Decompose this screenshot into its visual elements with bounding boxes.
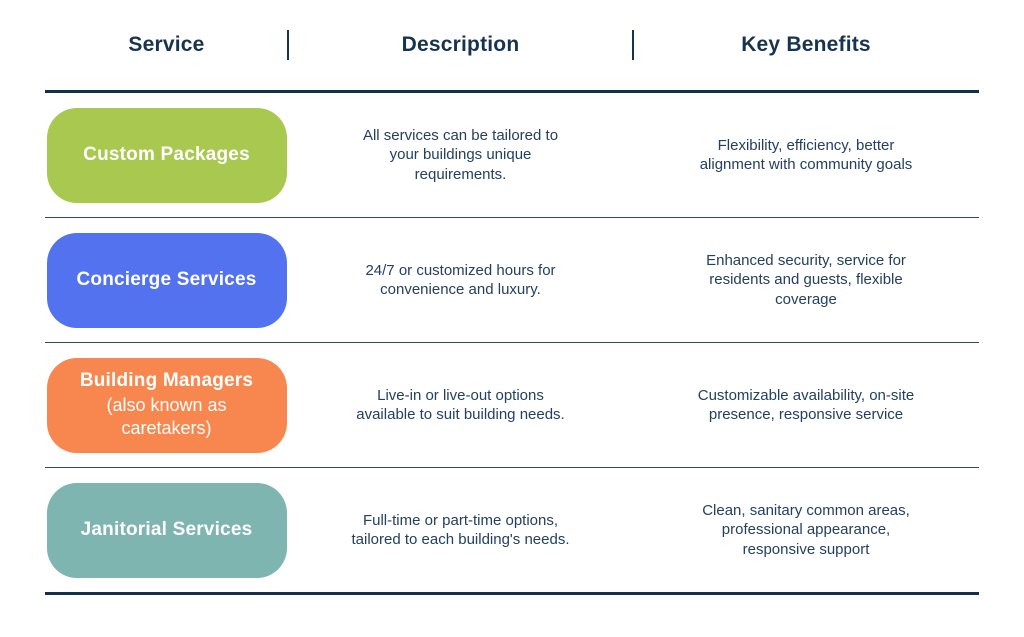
table-row-concierge-services: Concierge Services 24/7 or customized ho… <box>45 218 979 342</box>
service-badge: Janitorial Services <box>46 482 287 578</box>
service-badge-label: Concierge Services <box>76 268 257 290</box>
benefits-cell: Flexibility, efficiency, better alignmen… <box>699 136 913 174</box>
header-description: Description <box>288 33 633 57</box>
service-badge: Custom Packages <box>46 107 287 203</box>
service-cell: Building Managers (also known as caretak… <box>45 357 288 453</box>
service-cell: Janitorial Services <box>45 482 288 578</box>
service-badge-label: Custom Packages <box>83 143 250 165</box>
header-description-label: Description <box>401 33 520 56</box>
header-service: Service <box>45 33 288 57</box>
column-divider <box>632 30 634 60</box>
description-cell: All services can be tailored to your bui… <box>362 126 559 183</box>
row-separator <box>45 217 979 218</box>
bottom-rule <box>45 592 979 595</box>
header-key-benefits-label: Key Benefits <box>741 33 871 56</box>
service-cell: Concierge Services <box>45 232 288 328</box>
table-content: Service Description Key Benefits Custom … <box>45 0 979 595</box>
row-separator <box>45 342 979 343</box>
row-separator <box>45 467 979 468</box>
service-badge-label: Building Managers <box>79 370 254 392</box>
description-cell: 24/7 or customized hours for convenience… <box>365 261 556 299</box>
header-service-label: Service <box>128 33 205 56</box>
service-badge-sublabel: (also known as caretakers) <box>106 394 227 439</box>
service-badge-label: Janitorial Services <box>80 518 253 540</box>
service-cell: Custom Packages <box>45 107 288 203</box>
table-row-custom-packages: Custom Packages All services can be tail… <box>45 93 979 217</box>
table-row-building-managers: Building Managers (also known as caretak… <box>45 343 979 467</box>
benefits-cell: Enhanced security, service for residents… <box>706 251 906 308</box>
service-badge: Building Managers (also known as caretak… <box>46 357 287 453</box>
description-cell: Live-in or live-out options available to… <box>356 386 565 424</box>
header-rule <box>45 90 979 93</box>
column-divider <box>287 30 289 60</box>
table-row-janitorial-services: Janitorial Services Full-time or part-ti… <box>45 468 979 592</box>
benefits-cell: Clean, sanitary common areas, profession… <box>702 501 910 558</box>
description-cell: Full-time or part-time options, tailored… <box>351 511 570 549</box>
service-badge: Concierge Services <box>46 232 287 328</box>
benefits-cell: Customizable availability, on-site prese… <box>697 386 915 424</box>
table-header: Service Description Key Benefits <box>45 0 979 90</box>
header-key-benefits: Key Benefits <box>633 33 979 57</box>
